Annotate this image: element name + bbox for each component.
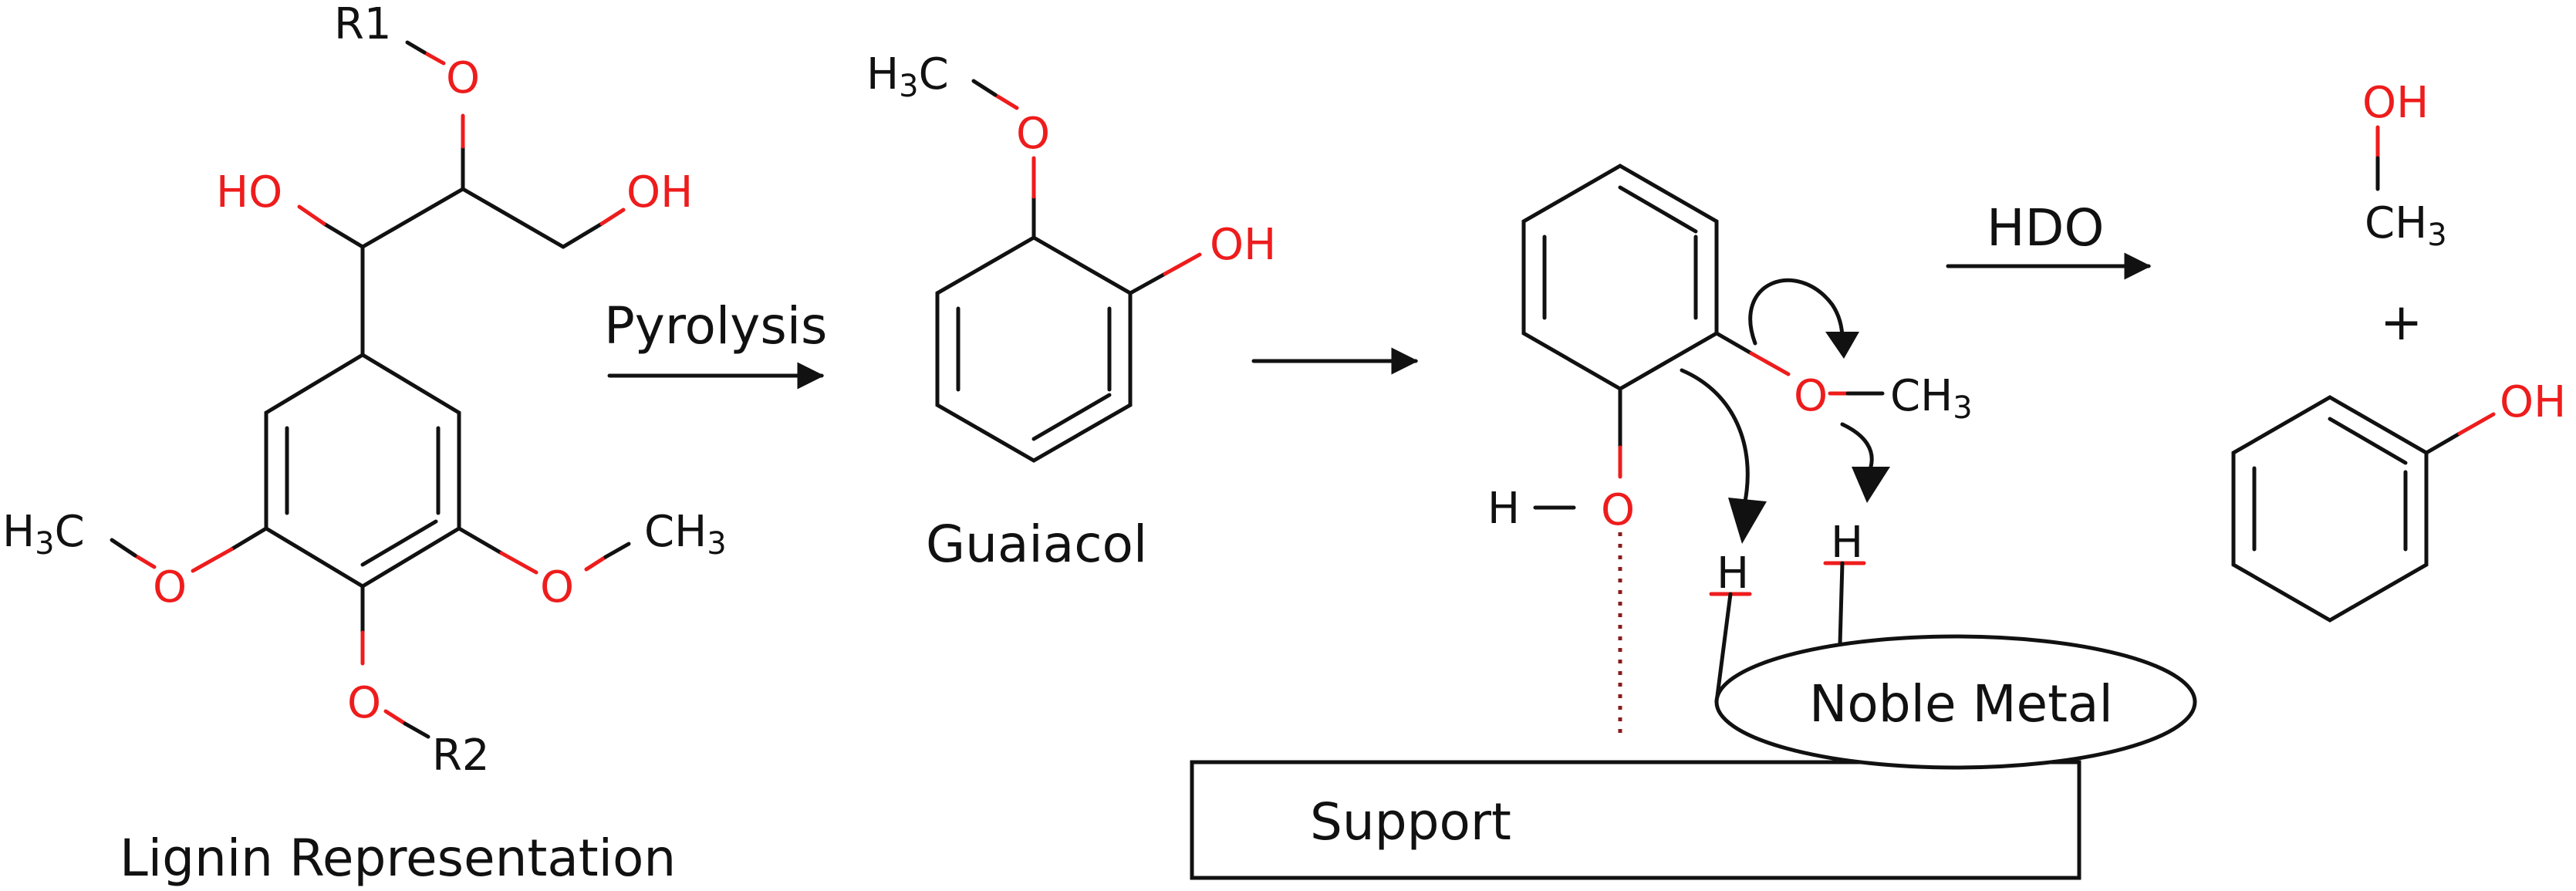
atom-h3c: H3C [866, 49, 949, 104]
lignin-chain-bond [561, 221, 604, 249]
atom-o: O [1016, 109, 1050, 159]
pyrolysis-step: Pyrolysis [604, 296, 827, 390]
support-block [1190, 760, 2081, 880]
atom-oh: OH [1210, 220, 1276, 270]
atom-h: H [1487, 484, 1520, 534]
adsorbed-ring-double-1 [1618, 185, 1698, 234]
methanol-product: OH CH3 [2362, 78, 2447, 253]
catalyst-mechanism: H O O CH3 H H Support Noble Metal [1190, 164, 2197, 880]
lignin-chain-bond [461, 187, 566, 249]
h-metal-bond [1838, 561, 1845, 646]
adsorbed-methoxy-bond [1714, 331, 1754, 356]
lignin-o-r2-bond [403, 721, 430, 739]
lignin-o-r1-bond [405, 40, 427, 55]
lignin-methoxy-bond [499, 551, 538, 575]
noble-metal-label: Noble Metal [1809, 674, 2113, 734]
guaiacol-methyl-bond [971, 79, 998, 97]
adsorbed-ring [1521, 164, 1719, 391]
guaiacol-ring [935, 235, 1133, 463]
guaiacol-ring-double-3 [1031, 393, 1112, 441]
phenol-oh-bond [2457, 412, 2496, 436]
phenol-ring-double-1 [2328, 417, 2408, 465]
guaiacol-oh-bond [1163, 252, 1202, 276]
guaiacol-methyl-bond [993, 93, 1019, 110]
lignin-ring [264, 353, 461, 589]
atom-ch3: CH3 [2365, 198, 2447, 253]
atom-ch3: CH3 [1890, 371, 1973, 426]
curved-arrow-head [1825, 332, 1859, 359]
adsorbed-methoxy-bond [1749, 351, 1791, 376]
lignin-methoxy-bond [229, 526, 268, 552]
atom-h3c: H3C [2, 507, 85, 562]
atom-h-adsorbed: H [1717, 548, 1749, 599]
atom-h-adsorbed: H [1831, 518, 1863, 568]
guaiacol-label: Guaiacol [926, 515, 1147, 574]
lignin-chain-bond [360, 187, 465, 249]
lignin-methoxy-bond [133, 553, 157, 569]
lignin-o-r2-bond [383, 709, 407, 726]
guaiacol-oh-bond [1128, 272, 1167, 295]
atom-o: O [446, 53, 480, 103]
lignin-ring-double-3 [360, 519, 438, 567]
atom-o: O [1601, 485, 1635, 535]
lignin-methoxy-bond [457, 526, 504, 555]
atom-o: O [153, 562, 187, 613]
atom-oh: OH [2500, 377, 2566, 427]
lignin-chain-bond [322, 221, 365, 249]
noble-metal-particle [1714, 634, 2197, 770]
lignin-methoxy-bond [603, 542, 631, 559]
guaiacol-molecule: H3C O OH Guaiacol [866, 49, 1276, 574]
curved-arrow-o-to-h [1840, 422, 1874, 469]
atom-o: O [347, 678, 381, 728]
lignin-methoxy-bond [191, 547, 234, 573]
atom-ho: HO [216, 167, 282, 218]
lignin-oh-bond [599, 208, 626, 226]
lignin-molecule: R1 O HO OH H3C O O CH3 O R2 Lignin Repre… [2, 0, 727, 888]
atom-oh: OH [626, 167, 693, 218]
atom-o: O [1794, 371, 1828, 421]
curved-arrow-head [1852, 467, 1890, 503]
hdo-label: HDO [1987, 198, 2104, 258]
lignin-methoxy-bond [584, 555, 608, 572]
lignin-label: Lignin Representation [120, 829, 676, 888]
h-metal-bond [1714, 592, 1733, 704]
support-label: Support [1310, 792, 1511, 852]
lignin-o-r1-bond [422, 50, 446, 66]
curved-arrow-head [1728, 498, 1767, 544]
atom-ch3: CH3 [644, 507, 727, 562]
phenol-ring [2231, 395, 2429, 623]
atom-r1: R1 [334, 0, 392, 49]
lignin-methoxy-bond [110, 538, 137, 558]
atom-o: O [540, 562, 574, 613]
atom-oh: OH [2362, 78, 2429, 128]
lignin-ho-bond [297, 204, 326, 226]
phenol-oh-bond [2424, 431, 2462, 455]
phenol-product: OH [2231, 377, 2566, 623]
curved-arrow-ring-to-h [1680, 368, 1750, 504]
atom-r2: R2 [432, 731, 490, 781]
pyrolysis-label: Pyrolysis [604, 296, 827, 356]
hdo-step: HDO [1946, 198, 2152, 280]
plus-sign: + [2380, 292, 2422, 352]
curved-arrow-methoxy [1748, 278, 1845, 346]
